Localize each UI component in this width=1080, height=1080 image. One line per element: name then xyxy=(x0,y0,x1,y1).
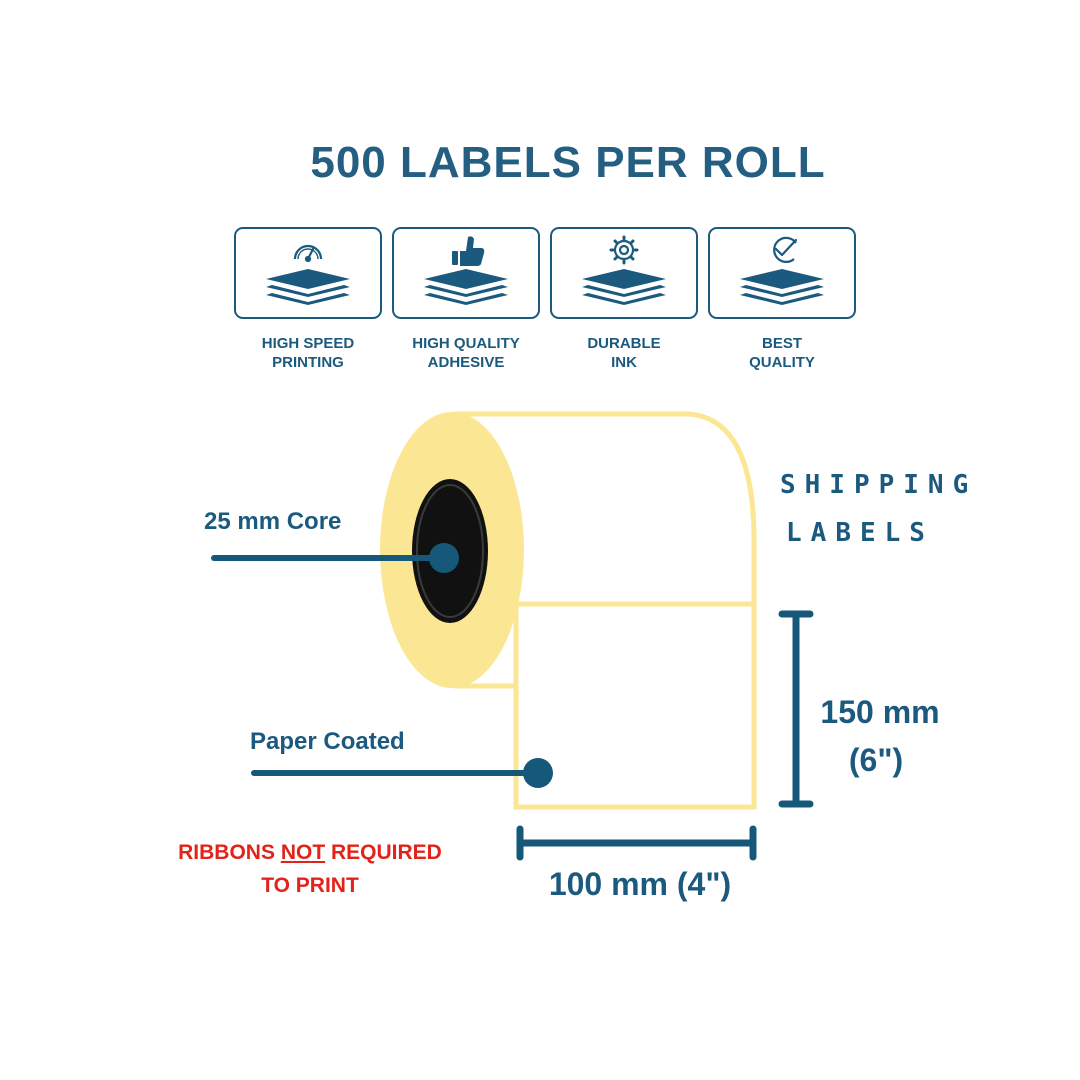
feature-caption: HIGH QUALITY ADHESIVE xyxy=(412,335,520,371)
paper-type-label: Paper Coated xyxy=(250,728,405,755)
paper-pointer xyxy=(251,758,553,788)
feature-best-quality: BEST QUALITY xyxy=(708,227,856,372)
thumbs-up-icon xyxy=(452,236,485,266)
feature-durable-ink: DURABLE INK xyxy=(550,227,698,372)
feature-caption: DURABLE INK xyxy=(587,335,661,371)
roll-body xyxy=(452,411,757,689)
roll-core-rim xyxy=(416,484,484,618)
ribbon-notice-line2: TO PRINT xyxy=(261,874,359,897)
ribbon-notice: RIBBONS NOT REQUIRED TO PRINT xyxy=(160,836,460,902)
feature-high-quality-adhesive: HIGH QUALITY ADHESIVE xyxy=(392,227,540,372)
core-size-label: 25 mm Core xyxy=(204,508,342,535)
feature-box xyxy=(392,227,540,319)
product-type-line1: SHIPPING xyxy=(780,470,978,500)
width-label: 100 mm (4") xyxy=(548,866,732,902)
feature-caption: HIGH SPEED PRINTING xyxy=(261,335,355,371)
ribbon-notice-text: RIBBONS xyxy=(178,841,281,864)
height-label-mm: 150 mm xyxy=(820,694,940,730)
feature-box xyxy=(234,227,382,319)
ribbon-notice-emphasis: NOT xyxy=(280,841,326,864)
check-badge-icon xyxy=(773,236,798,263)
height-label-in: (6") xyxy=(848,742,904,778)
width-dimension-bar xyxy=(516,825,757,861)
feature-caption: BEST QUALITY xyxy=(749,335,815,371)
feature-box xyxy=(550,227,698,319)
speedometer-icon xyxy=(293,244,323,263)
ribbon-notice-text-end: REQUIRED xyxy=(325,841,442,864)
core-pointer xyxy=(211,543,459,573)
feature-high-speed-printing: HIGH SPEED PRINTING xyxy=(234,227,382,372)
page-title: 500 LABELS PER ROLL xyxy=(310,138,826,187)
product-type-line2: LABELS xyxy=(786,518,934,548)
height-dimension-bar xyxy=(778,610,814,808)
feature-box xyxy=(708,227,856,319)
gear-icon xyxy=(609,235,639,265)
